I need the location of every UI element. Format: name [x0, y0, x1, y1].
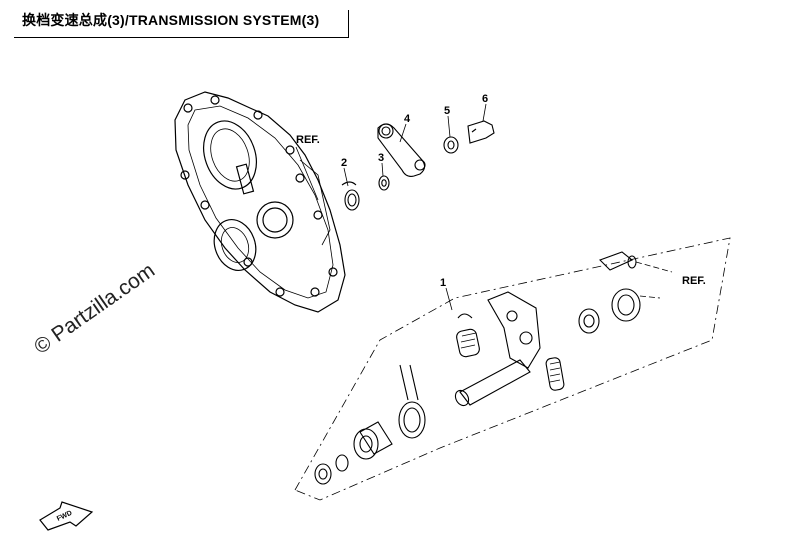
- part-6-bolt: [467, 120, 495, 144]
- ref-leader-top: [295, 146, 319, 201]
- callout-1: 1: [440, 277, 446, 289]
- assembly-outline: [294, 237, 731, 501]
- callout-2: 2: [341, 157, 347, 169]
- leader-5: [447, 115, 451, 138]
- part-3-washer: [378, 175, 390, 191]
- leader-2: [343, 167, 349, 187]
- leader-1: [445, 287, 453, 311]
- fwd-arrow-icon: FWD: [39, 501, 94, 531]
- part-4-lever: [377, 123, 426, 177]
- callout-5: 5: [444, 105, 450, 117]
- housing-cover: [174, 91, 346, 313]
- part-2-spring: [341, 181, 360, 211]
- title-frame: [14, 10, 349, 38]
- callout-6: 6: [482, 93, 488, 105]
- leader-3: [381, 162, 384, 177]
- shift-shaft-assembly: [314, 251, 641, 485]
- ref-leader-right: [635, 261, 673, 273]
- part-5-washer: [443, 136, 459, 154]
- page-title: 换档变速总成(3)/TRANSMISSION SYSTEM(3): [22, 12, 320, 28]
- ref-label-top: REF.: [296, 134, 320, 146]
- callout-4: 4: [404, 113, 411, 125]
- ref-label-right: REF.: [682, 275, 706, 287]
- callout-3: 3: [378, 152, 384, 164]
- ref-leader-right-2: [639, 295, 661, 299]
- leader-6: [482, 103, 487, 122]
- leader-4: [399, 123, 407, 143]
